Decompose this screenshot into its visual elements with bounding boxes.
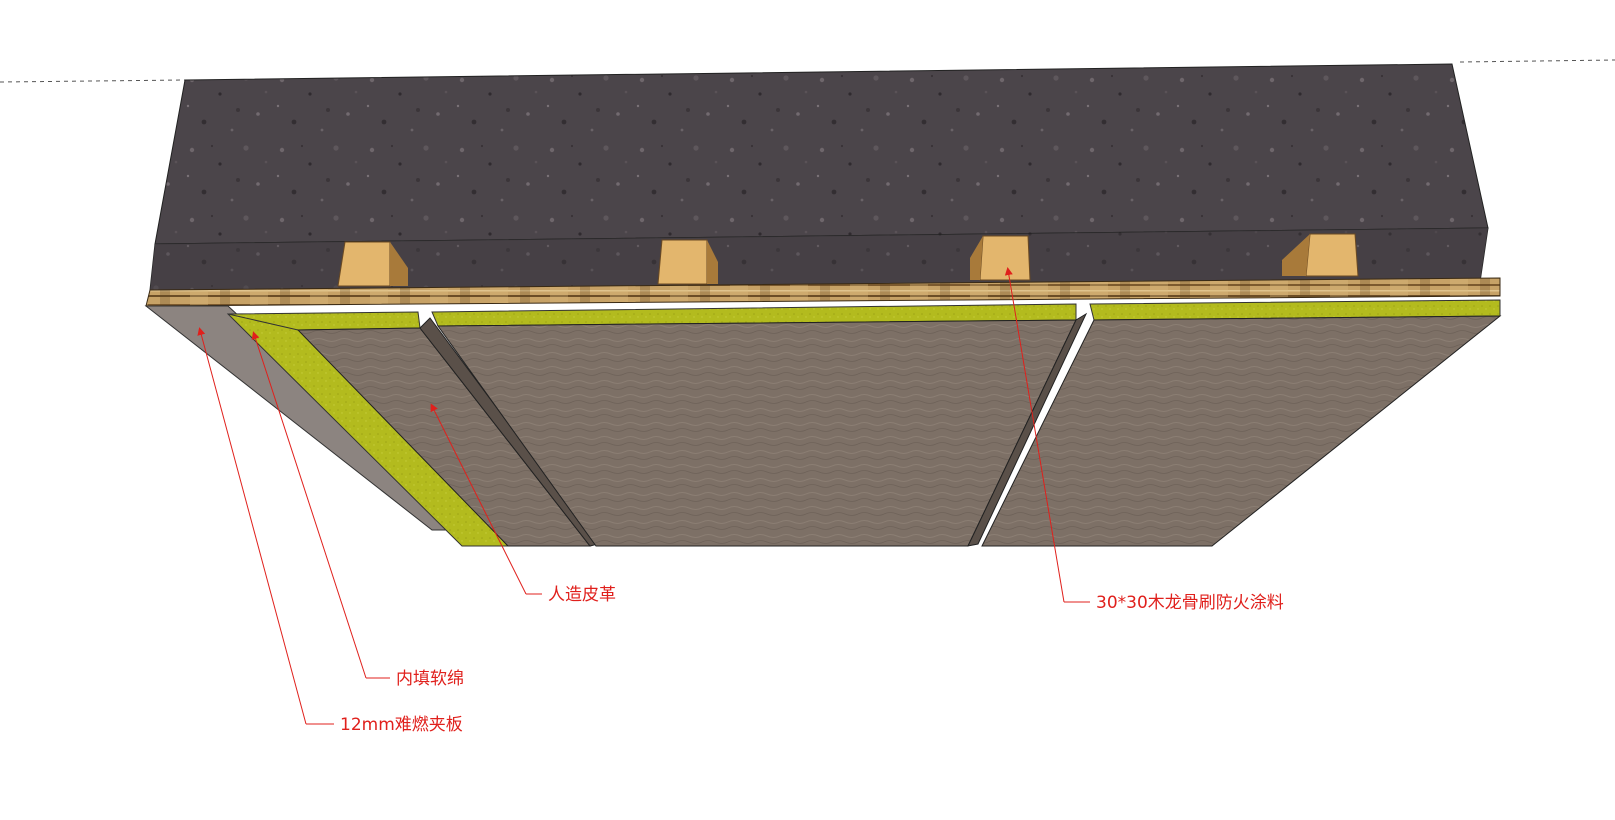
wood-batten	[657, 239, 718, 285]
callout-plywood: 12mm难燃夹板	[197, 327, 463, 735]
callout-batten: 30*30木龙骨刷防火涂料	[1004, 267, 1284, 613]
label-leather: 人造皮革	[548, 585, 616, 605]
leather-panel	[431, 303, 1088, 547]
label-batten: 30*30木龙骨刷防火涂料	[1096, 593, 1284, 613]
callout-foam: 内填软绵	[251, 331, 464, 689]
wood-batten	[337, 241, 408, 287]
concrete-slab	[149, 63, 1489, 291]
callouts: 人造皮革 30*30木龙骨刷防火涂料 内填软绵 12mm难燃夹板	[197, 267, 1284, 735]
wood-batten	[1282, 233, 1359, 277]
wood-battens	[337, 233, 1359, 287]
leather-panel	[227, 311, 599, 547]
label-foam: 内填软绵	[396, 669, 464, 689]
horizon-line	[0, 59, 1615, 83]
label-plywood: 12mm难燃夹板	[340, 715, 463, 735]
leather-panel	[981, 299, 1502, 547]
callout-leather: 人造皮革	[430, 403, 616, 605]
wood-batten	[970, 235, 1031, 281]
leather-panels	[227, 299, 1502, 547]
